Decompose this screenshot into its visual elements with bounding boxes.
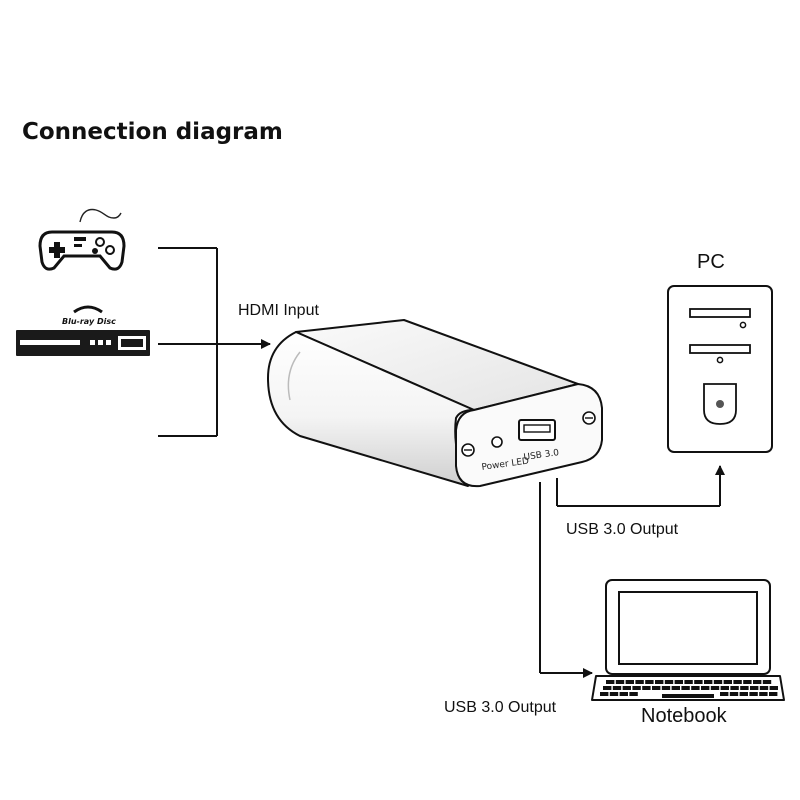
keyboard-key [652, 686, 661, 690]
keyboard-key [655, 680, 664, 684]
keyboard-key [681, 686, 690, 690]
keyboard-key [713, 680, 723, 684]
hdmi-source-lines [158, 247, 271, 437]
keyboard-key [612, 686, 622, 690]
keyboard-key [704, 680, 713, 684]
pc-tower-icon [667, 285, 773, 453]
keyboard-key [710, 686, 720, 690]
keyboard-key [671, 686, 680, 690]
keyboard-key [750, 686, 759, 690]
keyboard-key [664, 680, 674, 684]
keyboard-key [661, 686, 671, 690]
keyboard-key [684, 680, 693, 684]
gamepad-icon [38, 208, 126, 271]
capture-device: Power LED USB 3.0 [267, 319, 603, 488]
keyboard-key [720, 686, 729, 690]
screw-left [461, 443, 475, 457]
power-button-icon [716, 400, 724, 408]
usb-cable-to-notebook [539, 482, 593, 678]
usb-output-pc-label: USB 3.0 Output [566, 521, 679, 538]
keyboard-key [619, 692, 628, 696]
keyboard-key [694, 680, 703, 684]
keyboard-key [723, 680, 732, 684]
keyboard-key [600, 692, 609, 696]
keyboard-key [769, 686, 778, 690]
usb-output-notebook-label: USB 3.0 Output [444, 699, 557, 716]
keyboard-key [720, 692, 729, 696]
power-led [491, 436, 503, 448]
keyboard-key [642, 686, 651, 690]
usb-port [518, 419, 556, 441]
keyboard-key [674, 680, 683, 684]
keyboard-key [606, 680, 615, 684]
keyboard-keys [600, 680, 778, 696]
keyboard-key [759, 692, 768, 696]
bluray-player-icon: Blu-ray Disc [16, 305, 150, 356]
usb-port-label: USB 3.0 [523, 448, 560, 463]
keyboard-key [729, 692, 739, 696]
keyboard-key [740, 686, 749, 690]
keyboard-key [762, 680, 772, 684]
keyboard-key [743, 680, 752, 684]
usb-cable-to-pc [556, 465, 725, 507]
keyboard-key [730, 686, 739, 690]
page-title: Connection diagram [22, 119, 283, 145]
keyboard-key [609, 692, 619, 696]
pc-label: PC [697, 251, 725, 273]
keyboard-key [645, 680, 654, 684]
keyboard-key [635, 680, 644, 684]
keyboard-key [739, 692, 748, 696]
keyboard-key [753, 680, 762, 684]
keyboard-key [759, 686, 769, 690]
keyboard-key [749, 692, 758, 696]
keyboard-key [625, 680, 634, 684]
keyboard-key [629, 692, 638, 696]
keyboard-key [769, 692, 778, 696]
keyboard-key [701, 686, 710, 690]
keyboard-key [733, 680, 742, 684]
keyboard-key [691, 686, 700, 690]
bluray-logo: Blu-ray Disc [62, 317, 116, 326]
notebook-label: Notebook [641, 705, 728, 727]
notebook-icon [591, 579, 785, 701]
keyboard-key [615, 680, 625, 684]
hdmi-input-label: HDMI Input [238, 302, 319, 319]
keyboard-key [622, 686, 631, 690]
keyboard-key [603, 686, 612, 690]
keyboard-key [632, 686, 641, 690]
screw-right [582, 411, 596, 425]
